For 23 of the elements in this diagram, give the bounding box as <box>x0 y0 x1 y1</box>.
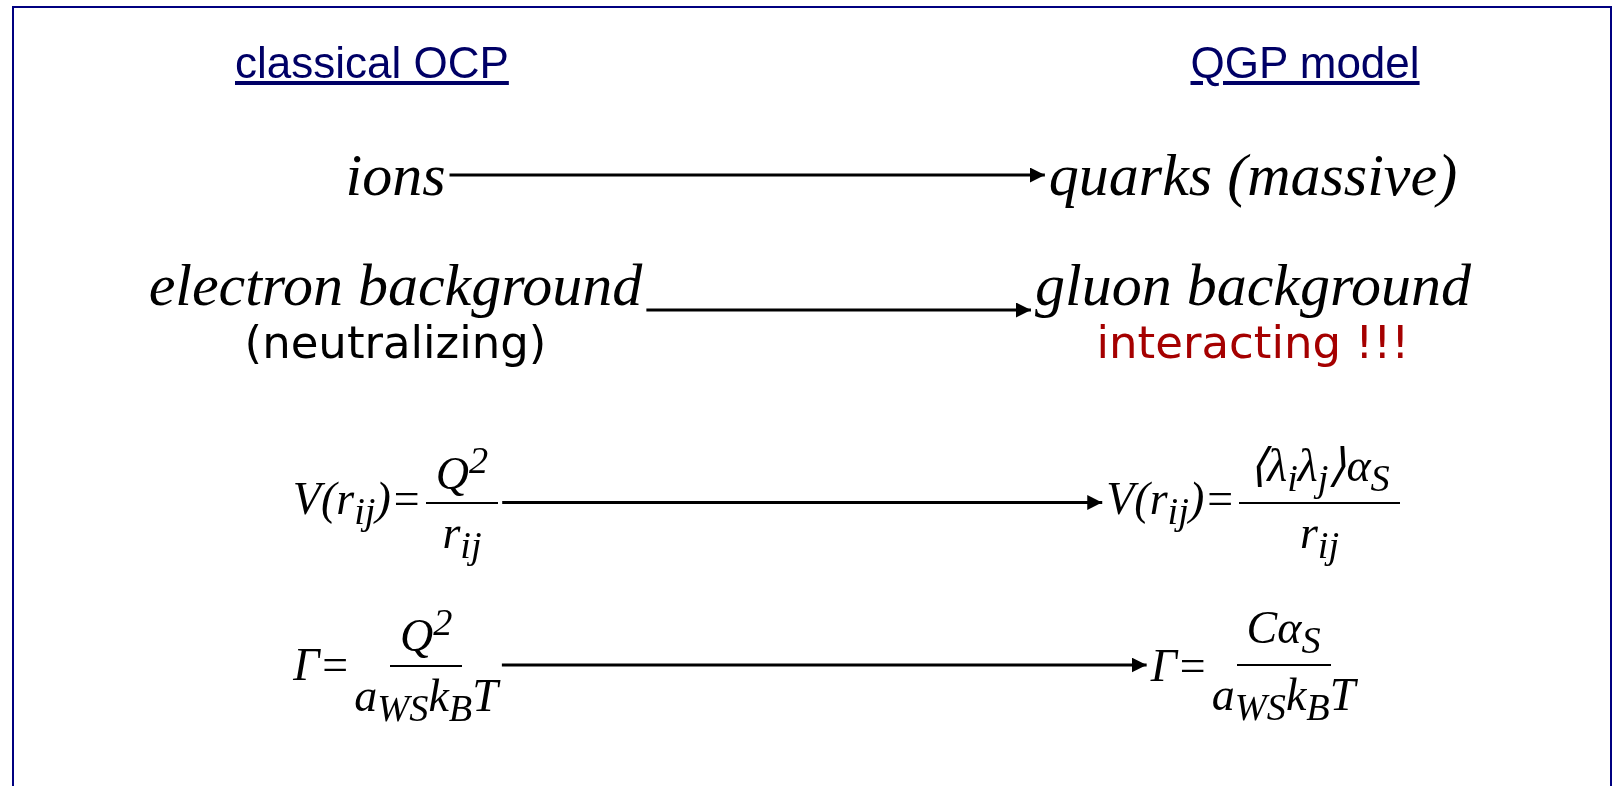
formula-text: Γ= <box>293 638 351 692</box>
arrow <box>501 657 1147 673</box>
note-text: (neutralizing) <box>244 318 547 368</box>
column-heading: QGP model <box>1190 38 1420 88</box>
fraction-denominator: r$_{ij}$ <box>442 506 482 568</box>
formula-text: Γ= <box>1150 638 1208 692</box>
column-heading: classical OCP <box>235 38 509 88</box>
term-text: gluon background <box>1034 252 1472 319</box>
term-text: electron background <box>148 252 643 319</box>
fraction-denominator: r$_{ij}$ <box>1299 506 1340 568</box>
arrow <box>449 167 1045 183</box>
fraction-numerator: Cα$_{S}$ <box>1236 600 1331 666</box>
term-text: quarks (massive) <box>1048 142 1458 208</box>
note-text: interacting !!! <box>1096 318 1410 368</box>
fraction-denominator: a$_{WS}$k$_{B}$T <box>1211 668 1356 730</box>
arrow <box>646 302 1031 318</box>
fraction-numerator: Q$^{2}$ <box>389 600 463 667</box>
arrow <box>502 495 1103 510</box>
formula-text: V(r$_{ij}$)= <box>292 471 422 534</box>
term-text: ions <box>345 142 446 208</box>
formula-text: V(r$_{ij}$)= <box>1106 471 1236 534</box>
fraction-numerator: Q$^{2}$ <box>425 437 499 505</box>
fraction-numerator: ⟨λ$_{i}$λ$_{j}$⟩α$_{S}$ <box>1239 437 1400 504</box>
